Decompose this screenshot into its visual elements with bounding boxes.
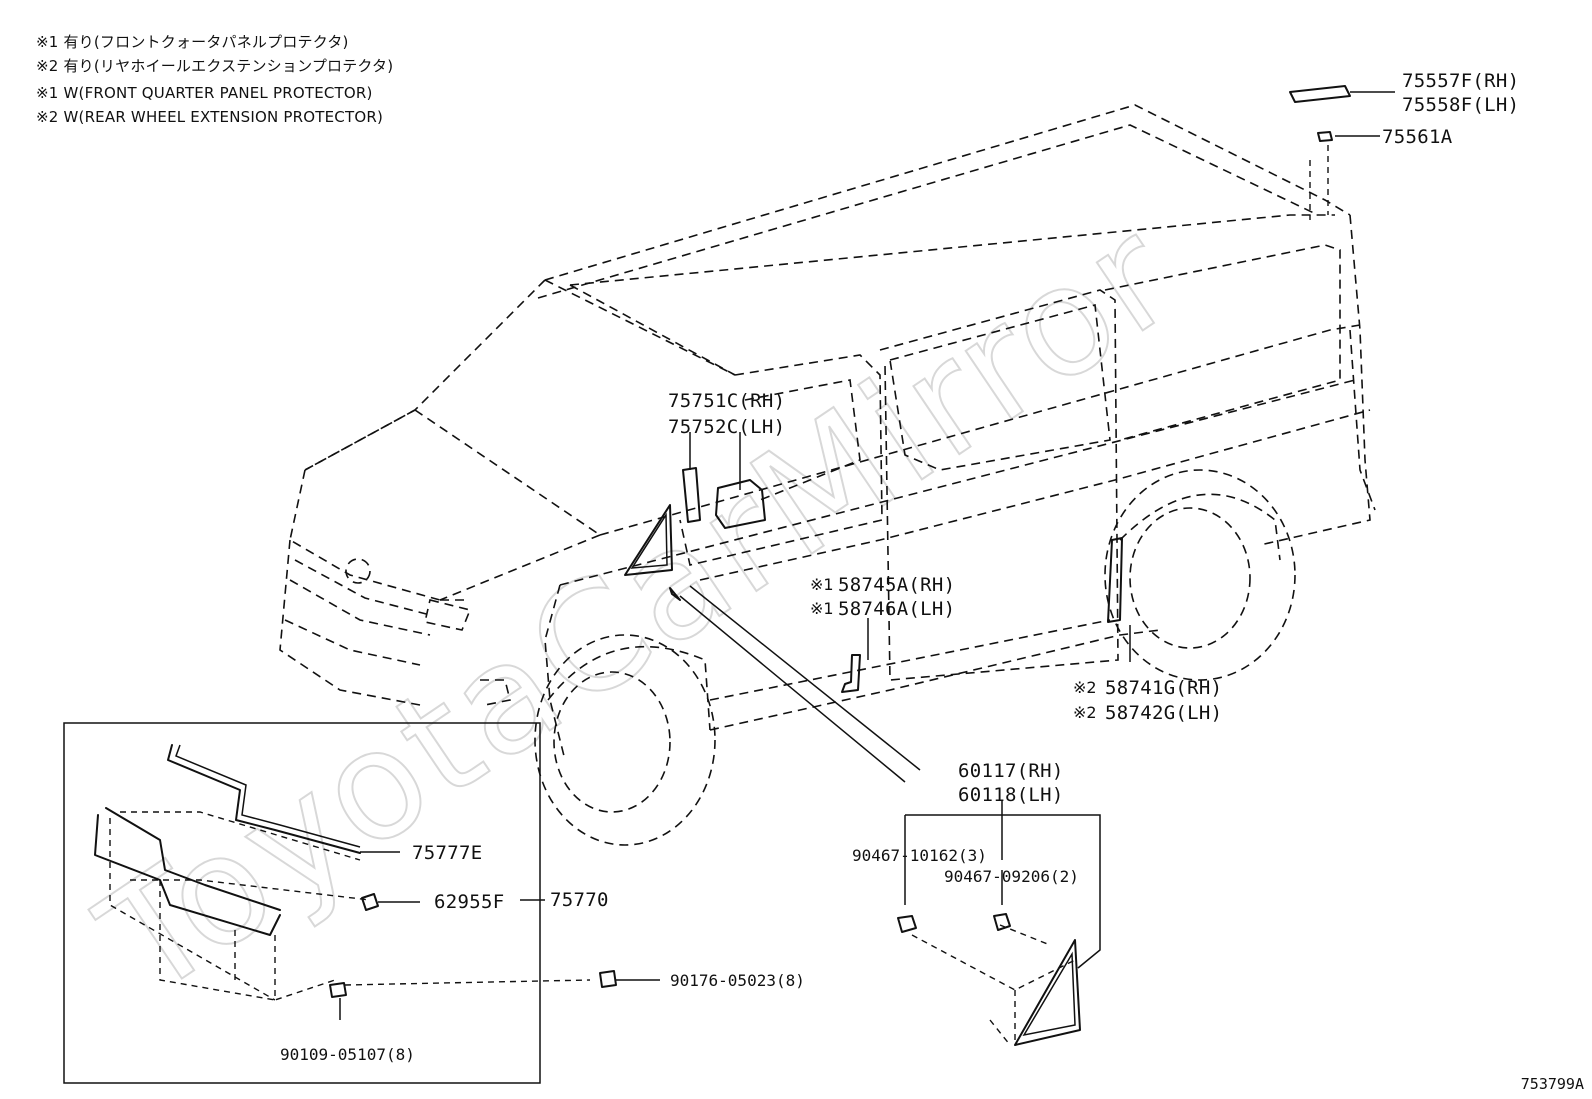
front-quarter-protector-part xyxy=(841,654,861,693)
label-75752C: 75752C(LH) xyxy=(668,416,785,438)
mark-58741G: ※2 xyxy=(1073,678,1097,697)
label-75770: 75770 xyxy=(550,889,609,911)
label-62955F: 62955F xyxy=(434,891,504,913)
label-58745A: 58745A(RH) xyxy=(838,574,955,596)
part-labels: 75557F(RH) 75558F(LH) 75561A 75751C(RH) … xyxy=(280,70,1519,1064)
note-1-jp: ※1 有り(フロントクォータパネルプロテクタ) xyxy=(36,33,349,51)
label-90467-09206: 90467-09206(2) xyxy=(944,867,1079,886)
label-58741G: 58741G(RH) xyxy=(1105,677,1222,699)
mark-58746A: ※1 xyxy=(810,599,834,618)
label-90176-05023: 90176-05023(8) xyxy=(670,971,805,990)
roof-molding-part xyxy=(1289,85,1351,103)
label-58742G: 58742G(LH) xyxy=(1105,702,1222,724)
figure-id: 753799A xyxy=(1520,1075,1584,1093)
label-75751C: 75751C(RH) xyxy=(668,390,785,412)
front-grille-molding-detail xyxy=(94,744,660,1020)
mirror-and-quarter-glass xyxy=(624,467,766,576)
label-75561A: 75561A xyxy=(1382,126,1453,148)
leader-lines xyxy=(669,91,1395,969)
label-60118: 60118(LH) xyxy=(958,784,1064,806)
label-90467-10162: 90467-10162(3) xyxy=(852,846,987,865)
quarter-window-garnish-detail xyxy=(897,913,1081,1046)
note-2-en: ※2 W(REAR WHEEL EXTENSION PROTECTOR) xyxy=(36,108,384,126)
label-90109-05107: 90109-05107(8) xyxy=(280,1045,415,1064)
label-75557F: 75557F(RH) xyxy=(1402,70,1519,92)
label-60117: 60117(RH) xyxy=(958,760,1064,782)
label-75777E: 75777E xyxy=(412,842,482,864)
note-1-en: ※1 W(FRONT QUARTER PANEL PROTECTOR) xyxy=(36,84,373,102)
rear-wheel-extension-protector-part xyxy=(1107,537,1123,623)
detail-box xyxy=(63,722,541,1084)
roof-clip-part xyxy=(1317,131,1333,142)
label-75558F: 75558F(LH) xyxy=(1402,94,1519,116)
label-58746A: 58746A(LH) xyxy=(838,598,955,620)
van-body-outline xyxy=(279,104,1376,846)
mark-58745A: ※1 xyxy=(810,575,834,594)
watermark: ToyotaCarMirror xyxy=(72,187,1206,1030)
note-2-jp: ※2 有り(リヤホイールエクステンションプロテクタ) xyxy=(36,57,394,75)
mark-58742G: ※2 xyxy=(1073,703,1097,722)
